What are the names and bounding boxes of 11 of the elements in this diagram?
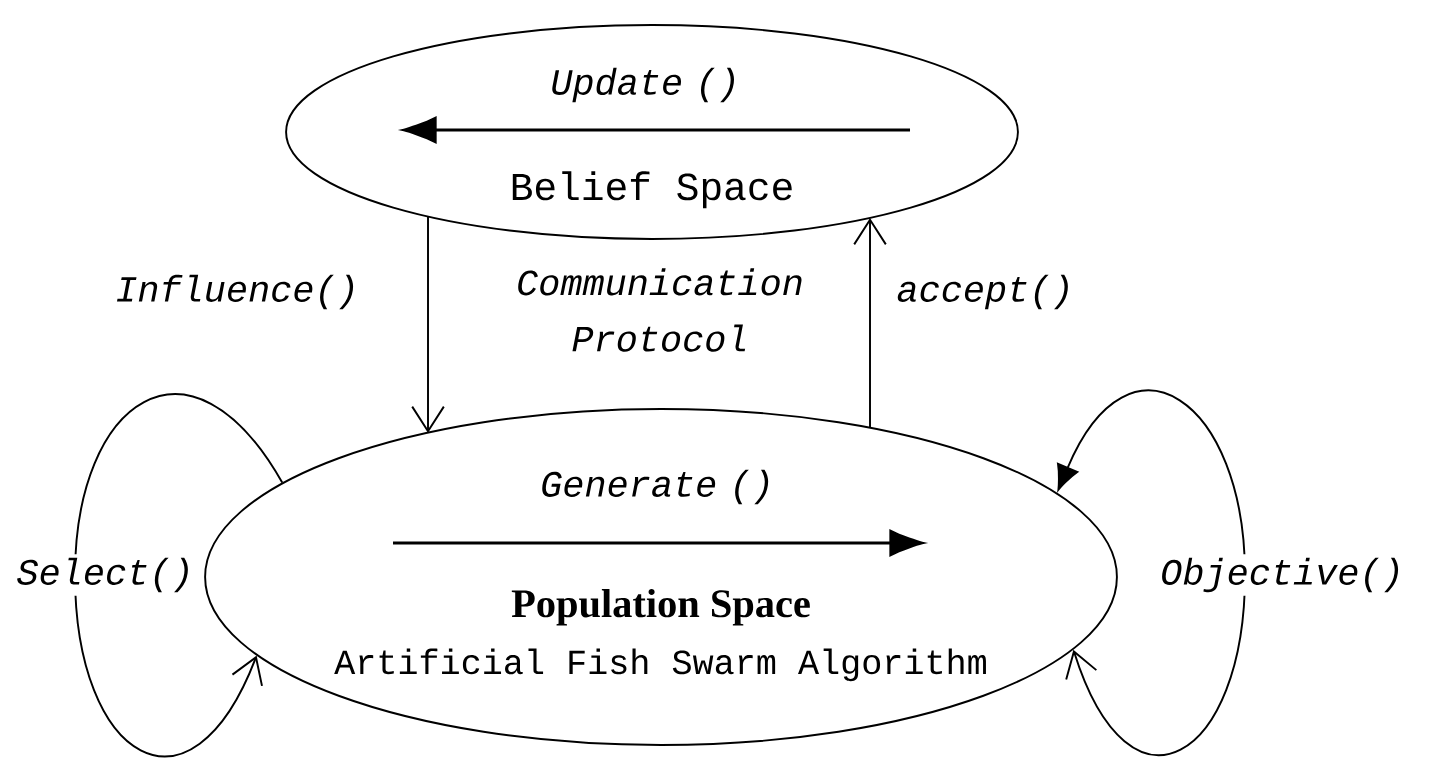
arrow (411, 216, 445, 433)
function-label: Generate () (542, 469, 769, 505)
edge-label: Objective() (1162, 557, 1399, 593)
edge-label: Select() (17, 557, 188, 593)
arrow (1057, 390, 1246, 756)
function-label: Communication Protocol (518, 268, 802, 352)
function-label: Update () (552, 67, 734, 103)
arrow (853, 218, 887, 428)
edge-label: accept() (897, 274, 1068, 310)
arrow (74, 394, 284, 758)
edge-label: Influence() (116, 274, 354, 310)
